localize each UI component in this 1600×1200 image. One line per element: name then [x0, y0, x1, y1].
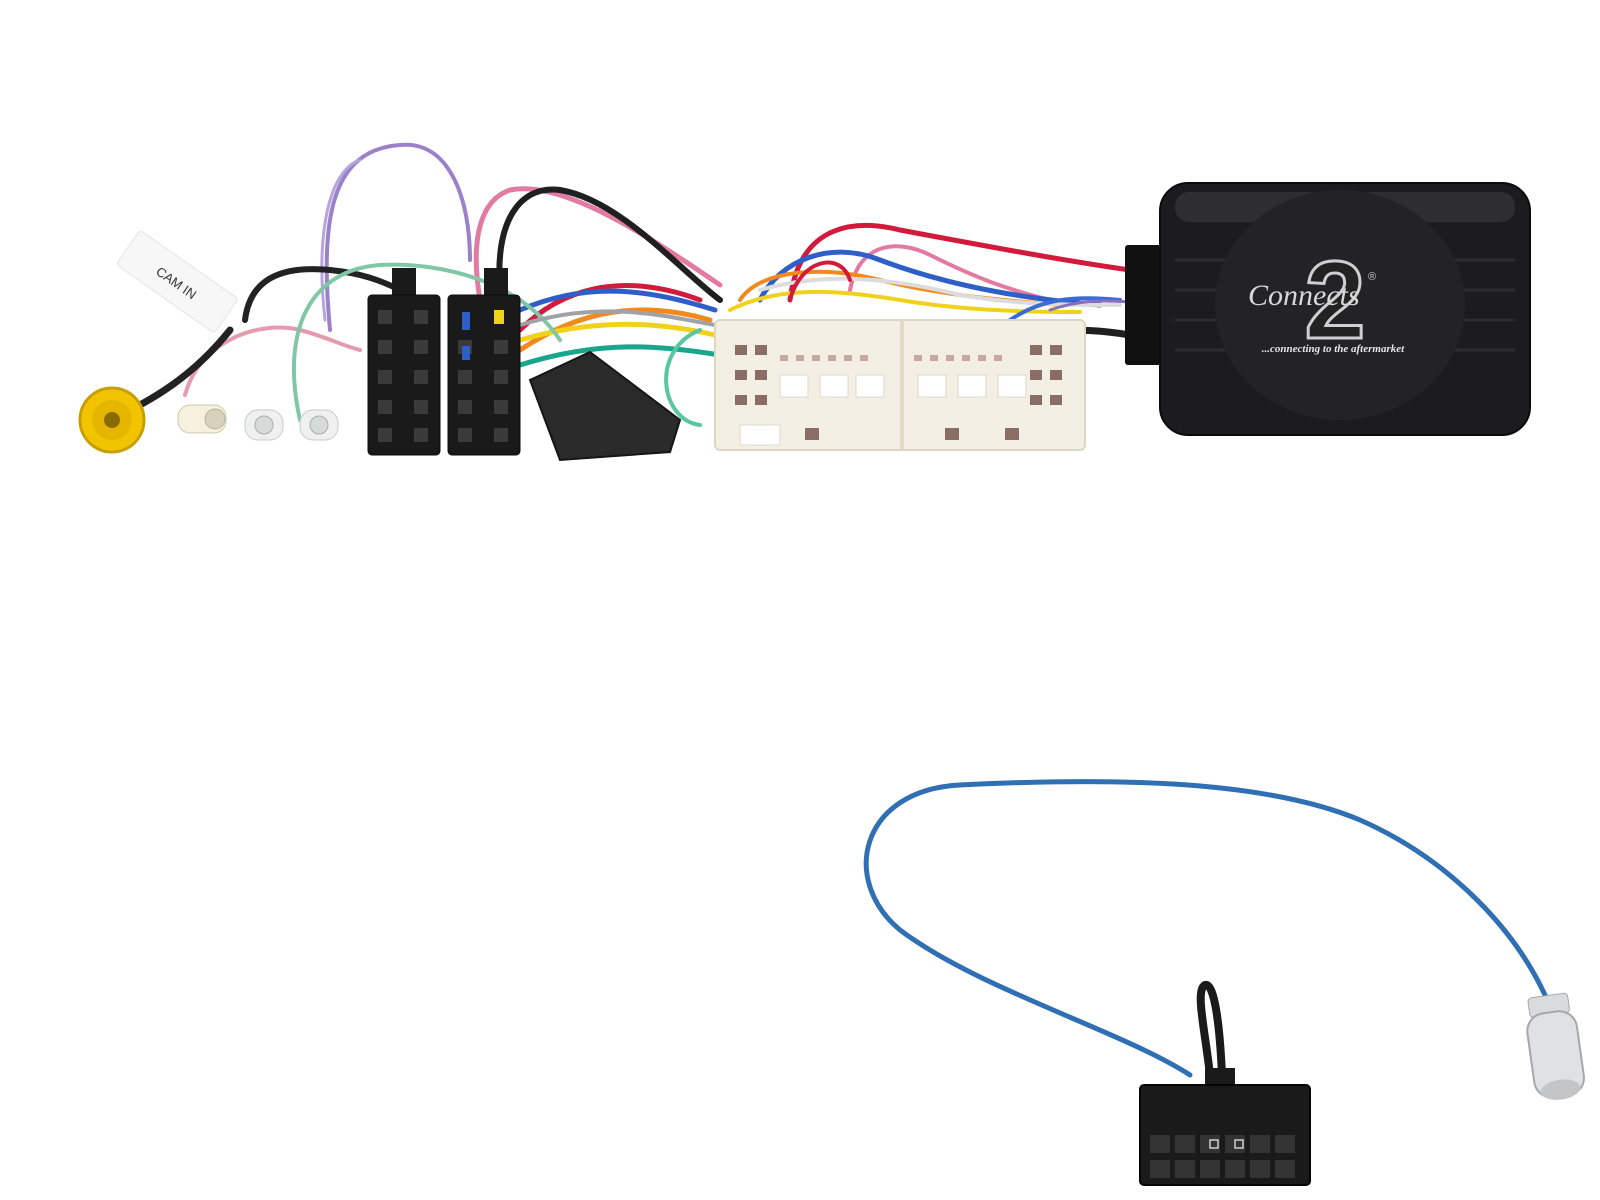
wire-red-1 — [517, 283, 703, 333]
multi-pin-plug — [1139, 1068, 1311, 1186]
wire-yellow — [517, 321, 718, 343]
rca-pin — [104, 412, 120, 428]
cable-tag-body — [116, 231, 238, 333]
wire-black-cam — [242, 266, 403, 323]
iso-connector-right — [447, 268, 521, 456]
interface-module: 2 Connects ® ...connecting to the afterm… — [1125, 182, 1531, 436]
wire-blue — [517, 288, 718, 313]
module-cable-grommet — [1125, 245, 1165, 365]
steering-interface-harness: CAM IN — [78, 142, 1531, 462]
antenna-blue-cable — [863, 779, 1548, 1078]
wire-black-main — [496, 186, 723, 303]
iso-connector-left — [367, 268, 441, 456]
module-logo-numeral: 2 — [1304, 239, 1365, 362]
wire-teal — [517, 344, 723, 368]
antenna-black-lead — [1196, 981, 1226, 1079]
bullet-terminals — [177, 404, 339, 441]
heat-shrink-pad — [528, 350, 682, 462]
antenna-jack-connector — [1526, 992, 1585, 1100]
module-tagline: ...connecting to the aftermarket — [1262, 343, 1405, 355]
wire-pink-1 — [183, 325, 362, 397]
bullet-terminal-2 — [244, 409, 284, 441]
wire-green-1 — [291, 262, 562, 422]
wire-red-loop — [788, 260, 852, 302]
wire-green-loop — [664, 328, 702, 427]
wire-purple — [324, 142, 472, 332]
vehicle-connector-white — [714, 319, 1086, 451]
bullet-terminal-1 — [177, 404, 227, 434]
harness-wires — [183, 142, 1134, 427]
antenna-adapter-lead — [863, 779, 1585, 1186]
wire-red-module — [787, 223, 1133, 303]
wire-blue-module-2 — [1008, 296, 1122, 322]
module-logo-disc — [1215, 190, 1465, 420]
rca-camera-connector — [78, 326, 234, 454]
module-logo-mark: ® — [1368, 271, 1376, 283]
wire-purple-module — [1048, 299, 1132, 312]
wire-grey — [518, 309, 717, 327]
wire-blue-module — [757, 249, 1103, 308]
module-logo-word: Connects — [1248, 279, 1360, 312]
bullet-terminal-3 — [299, 409, 339, 441]
cam-in-cable-tag: CAM IN — [116, 231, 238, 333]
